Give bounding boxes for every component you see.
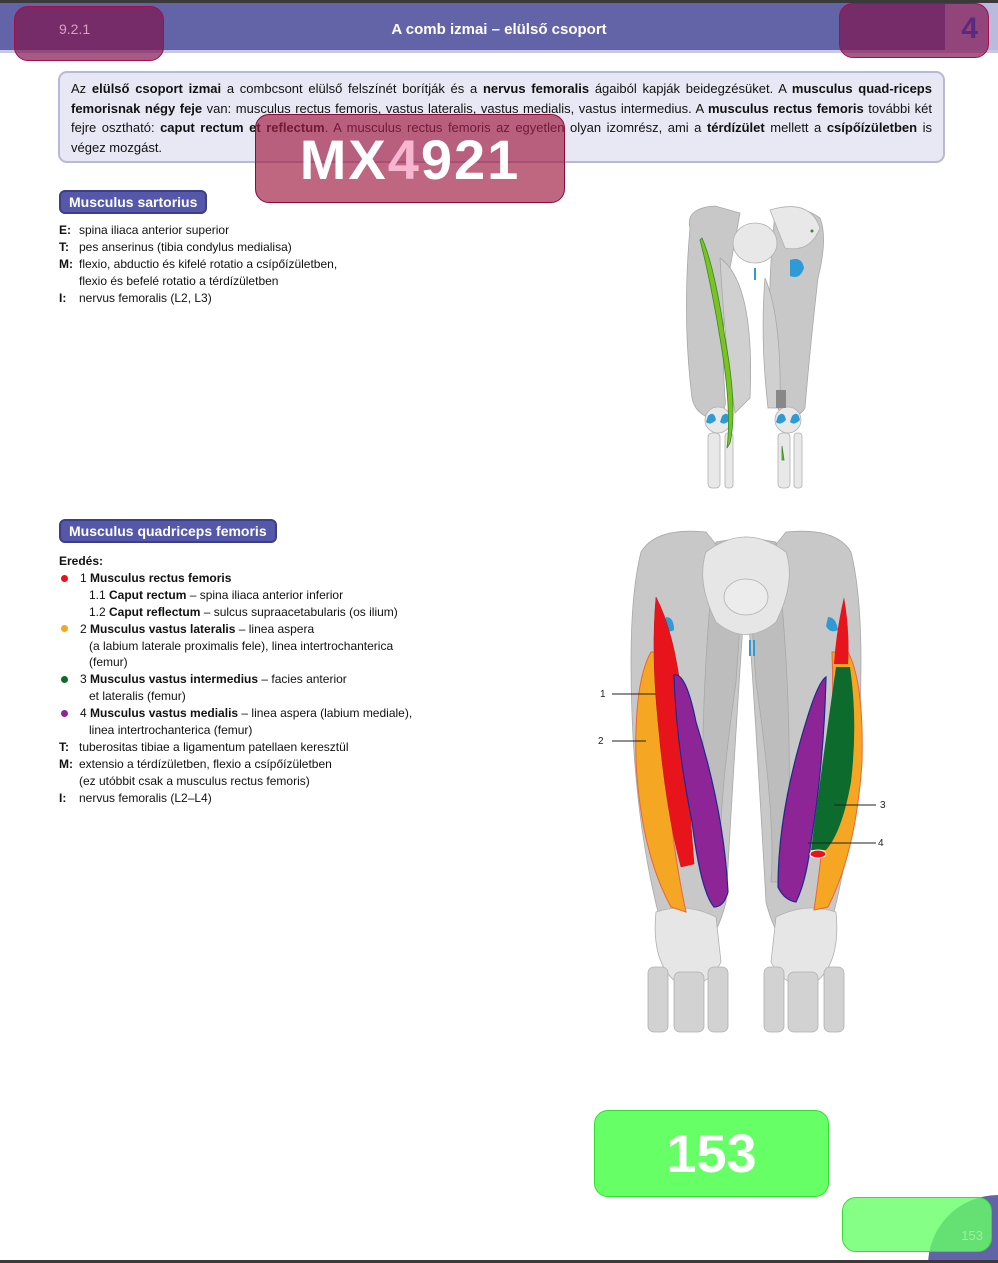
- detail-value: nervus femoralis (L2, L3): [79, 290, 212, 305]
- detail-row: T: tuberositas tibiae a ligamentum patell…: [59, 739, 412, 756]
- section-number-badge: 9.2.1: [14, 6, 164, 61]
- detail-value: flexio és befelé rotatio a térdízületben: [79, 273, 279, 288]
- detail-row: T: pes anserinus (tibia condylus medialis…: [59, 239, 337, 256]
- muscle-head-continuation: (femur): [89, 655, 128, 670]
- intro-text: a combcsont elülső felszínét borítják és…: [221, 81, 483, 96]
- figure-label-2: 2: [598, 736, 604, 747]
- intro-text: ágaiból kapják beidegzésüket. A: [589, 81, 792, 96]
- detail-value: spina iliaca anterior superior: [79, 223, 230, 237]
- muscle-head-continuation: linea intertrochanterica (femur): [89, 723, 253, 738]
- detail-value: flexio, abductio és kifelé rotatio a csí…: [79, 256, 338, 271]
- intro-bold-term: nervus femoralis: [482, 81, 590, 96]
- intro-text: is végez mozgást.: [71, 120, 933, 155]
- detail-key: [59, 273, 79, 290]
- origin-label: Eredés:: [59, 554, 104, 568]
- detail-row: (ez utóbbit csak a musculus rectus femor…: [59, 773, 412, 790]
- page-number: 153: [961, 1228, 983, 1243]
- section-number: 9.2.1: [59, 21, 91, 37]
- intro-bold-term: musculus quad-riceps femorisnak négy fej…: [71, 81, 932, 116]
- detail-row: M: extensio a térdízületben, flexio a csí…: [59, 756, 412, 773]
- detail-value: extensio a térdízületben, flexio a csípő…: [79, 756, 332, 771]
- figure-label-1: 1: [600, 689, 606, 700]
- quadriceps-illustration: 1 2 3 4: [598, 530, 886, 1033]
- bottom-border: [0, 1260, 998, 1263]
- detail-key: I:: [59, 290, 67, 305]
- page-number-badge: 153: [842, 1197, 992, 1252]
- detail-value: tuberositas tibiae a ligamentum patellae…: [79, 739, 349, 754]
- intro-text: van: musculus rectus femoris, vastus lat…: [202, 100, 708, 116]
- chapter-number: 4: [961, 12, 978, 45]
- detail-value: nervus femoralis (L2–L4): [79, 790, 212, 805]
- page-title: A comb izmai – elülső csoport: [391, 21, 607, 38]
- muscle-head-continuation: (a labium laterale proximalis fele), lin…: [89, 638, 394, 653]
- detail-key: E:: [59, 223, 71, 237]
- page-number-overlay: 153: [594, 1110, 829, 1197]
- intro-text: Az: [71, 81, 92, 96]
- chapter-number-badge: 4: [839, 3, 989, 58]
- intro-bold-term: térdízület: [706, 120, 765, 135]
- detail-value: pes anserinus (tibia condylus medialisa): [79, 239, 292, 254]
- muscle-head-continuation: et lateralis (femur): [89, 689, 186, 704]
- detail-value: (ez utóbbit csak a musculus rectus femor…: [79, 773, 310, 788]
- muscle-subhead-item: 1.2 Caput reflectum – sulcus supraacetab…: [89, 604, 398, 619]
- figure-label-3: 3: [880, 800, 886, 811]
- intro-text: mellett a: [764, 120, 827, 135]
- top-border: [0, 0, 998, 3]
- header-underline: [0, 50, 998, 53]
- color-dot-icon: [61, 574, 68, 582]
- detail-key: M:: [59, 256, 73, 271]
- detail-key: T:: [59, 739, 69, 754]
- watermark-suffix: 921: [420, 128, 521, 191]
- intro-bold-term: csípőízületben: [826, 120, 918, 135]
- detail-key: M:: [59, 756, 73, 771]
- detail-row: E: spina iliaca anterior superior: [59, 222, 337, 239]
- detail-key: I:: [59, 790, 67, 805]
- detail-row: M: flexio, abductio és kifelé rotatio a c…: [59, 256, 337, 273]
- figure-label-4: 4: [878, 838, 884, 849]
- sartorius-illustration: [686, 205, 824, 489]
- watermark-prefix: MX: [299, 128, 388, 191]
- detail-row: I: nervus femoralis (L2, L3): [59, 290, 337, 307]
- muscle-head-item: 2 Musculus vastus lateralis – linea aspe…: [59, 621, 412, 638]
- intro-text: további két fejre osztható:: [71, 100, 933, 136]
- color-dot-icon: [61, 709, 68, 717]
- section-title-sartorius: Musculus sartorius: [59, 190, 208, 214]
- detail-row: I: nervus femoralis (L2–L4): [59, 790, 412, 807]
- intro-bold-term: elülső csoport izmai: [91, 81, 222, 96]
- muscle-head-item: 3 Musculus vastus intermedius – facies a…: [59, 671, 412, 688]
- header-bar: [0, 3, 998, 50]
- detail-key: [59, 773, 79, 790]
- color-dot-icon: [61, 625, 68, 633]
- detail-row: flexio és befelé rotatio a térdízületben: [59, 273, 337, 290]
- detail-key: T:: [59, 239, 69, 254]
- watermark-highlight: 4: [387, 128, 421, 191]
- muscle-head-item: 1 Musculus rectus femoris: [59, 570, 412, 587]
- intro-bold-term: musculus rectus femoris: [707, 100, 864, 116]
- muscle-head-item: 4 Musculus vastus medialis – linea asper…: [59, 705, 412, 722]
- watermark-overlay: MX4921: [255, 114, 565, 203]
- section-title-quadriceps: Musculus quadriceps femoris: [59, 519, 277, 543]
- muscle-subhead-item: 1.1 Caput rectum – spina iliaca anterior…: [89, 587, 344, 602]
- color-dot-icon: [61, 676, 68, 684]
